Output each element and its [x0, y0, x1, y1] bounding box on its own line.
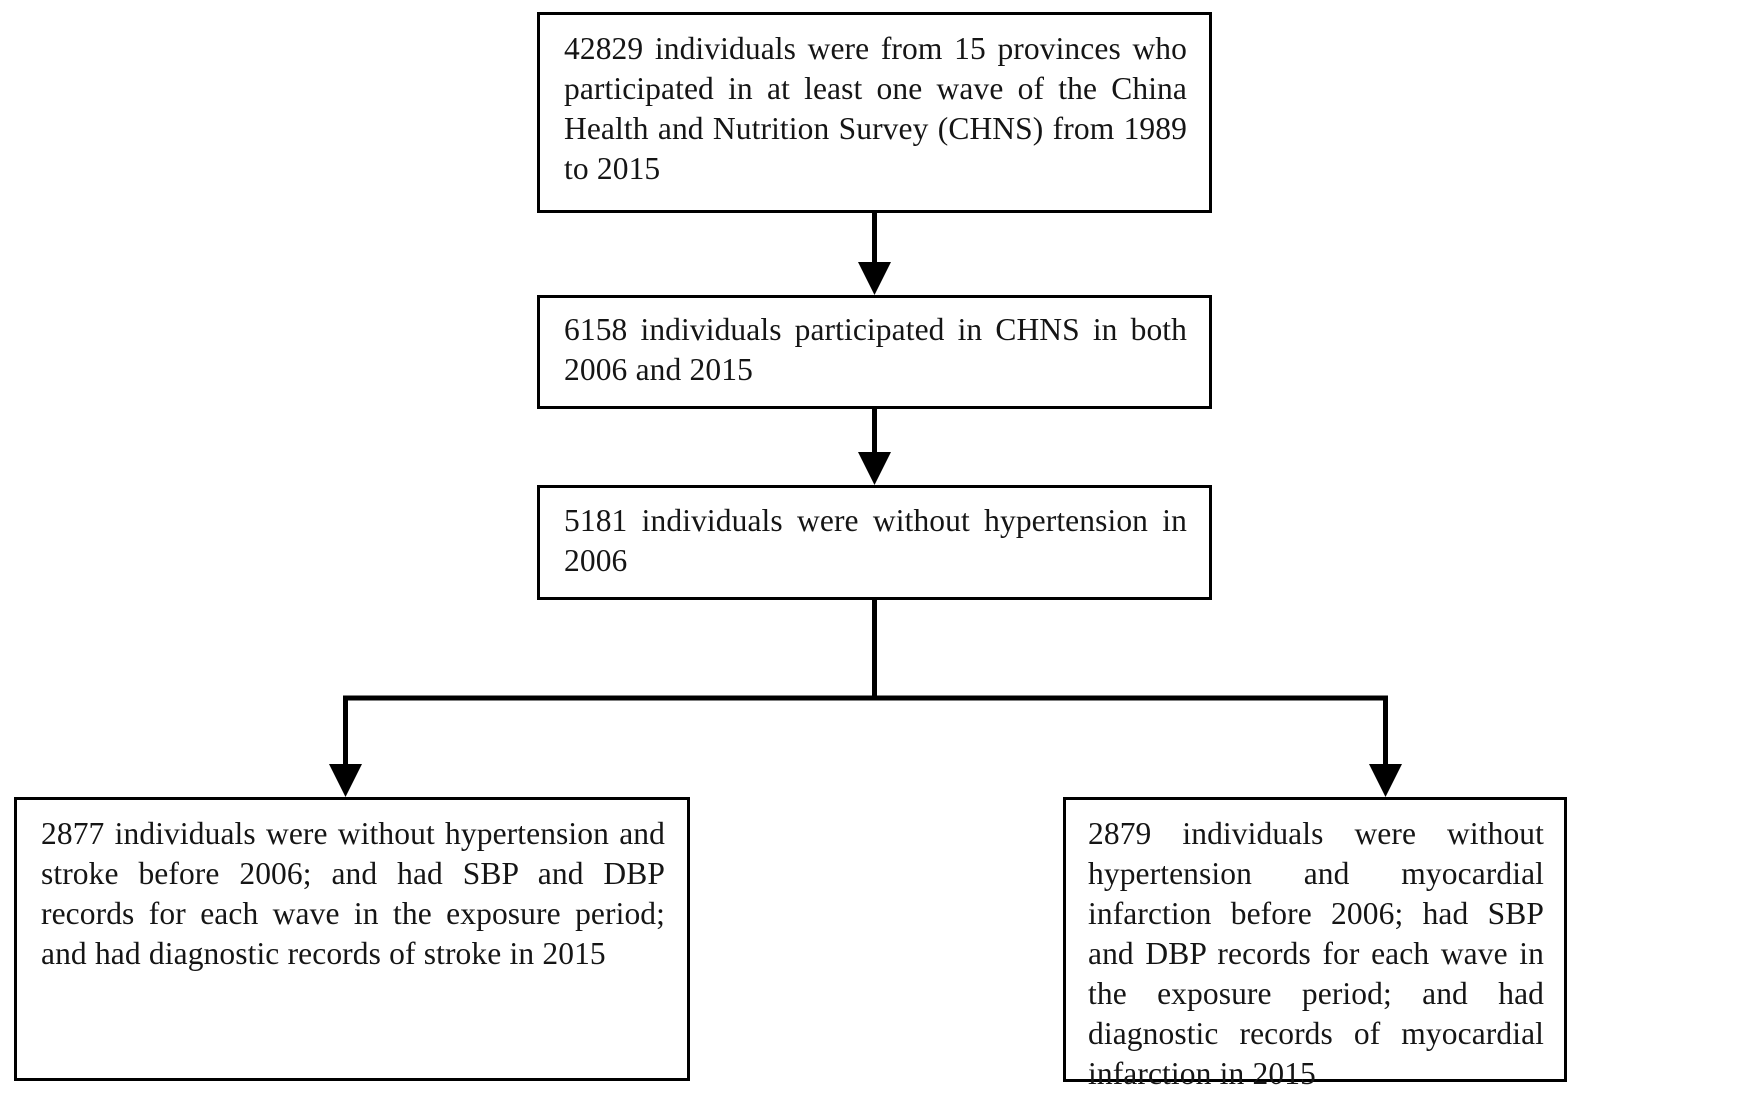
arrow-total-to-both-waves — [858, 213, 891, 295]
flow-node-without-hypertension: 5181 individuals were without hypertensi… — [537, 485, 1212, 600]
flow-node-both-waves: 6158 individuals participated in CHNS in… — [537, 295, 1212, 409]
flow-node-stroke-cohort: 2877 individuals were without hypertensi… — [14, 797, 690, 1081]
flow-node-total-participants: 42829 individuals were from 15 provinces… — [537, 12, 1212, 213]
flow-node-without-hypertension-text: 5181 individuals were without hypertensi… — [564, 503, 1187, 578]
flow-node-mi-cohort-text: 2879 individuals were without hypertensi… — [1088, 816, 1544, 1091]
flow-node-mi-cohort: 2879 individuals were without hypertensi… — [1063, 797, 1567, 1091]
flow-node-both-waves-text: 6158 individuals participated in CHNS in… — [564, 312, 1187, 387]
arrow-both-waves-to-without-hypertension — [858, 409, 891, 485]
flow-node-stroke-cohort-text: 2877 individuals were without hypertensi… — [41, 816, 665, 971]
flow-node-total-participants-text: 42829 individuals were from 15 provinces… — [564, 31, 1187, 186]
split-without-hypertension — [329, 600, 1402, 797]
